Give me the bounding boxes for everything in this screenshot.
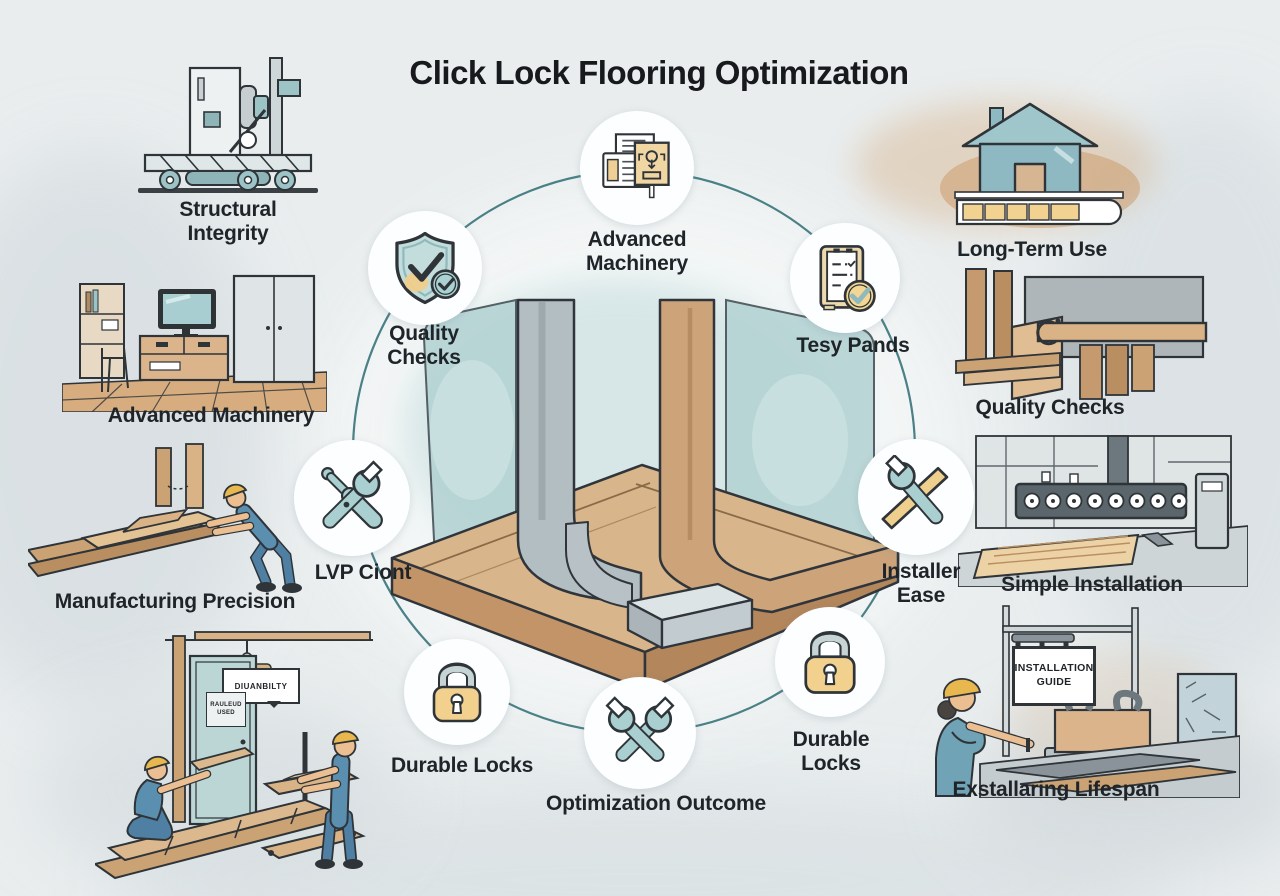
shield-check-icon	[395, 231, 461, 305]
padlock-icon	[804, 630, 856, 694]
quality-checks-trim-label: Quality Checks	[975, 396, 1125, 419]
structural-integrity-label: Structural Integrity	[179, 198, 277, 245]
installation-lifespan-label: Exstallaring Lifespan	[952, 778, 1160, 801]
node-optimization-outcome	[584, 677, 696, 789]
clipboard-check-icon	[819, 245, 876, 312]
installation-lifespan-scene: INSTALLATION GUIDE	[900, 598, 1241, 799]
advanced-machinery-room-label: Advanced Machinery	[107, 404, 315, 427]
blueprint-documents-icon	[602, 133, 670, 199]
node-test-panels	[790, 223, 900, 333]
crossed-tools-icon	[321, 460, 383, 529]
press-machine-illustration	[957, 435, 1249, 588]
simple-installation-scene	[957, 432, 1249, 588]
advanced-machinery-room-scene	[61, 262, 328, 413]
test-panels-node-label: Tesy Pands	[796, 334, 910, 357]
factory-machine-illustration	[138, 57, 318, 193]
node-durable-locks-left	[404, 639, 510, 745]
durable-locks-right-node-label: Durable Locks	[792, 728, 870, 775]
wrench-plank-icon	[881, 455, 949, 530]
node-installer-ease	[858, 439, 974, 555]
house-on-plank-illustration	[940, 102, 1140, 228]
quality-checks-trim-scene	[950, 265, 1210, 405]
crossed-wrenches-icon	[605, 696, 675, 762]
lvp-joint-node-label: LVP Ciont	[314, 561, 412, 584]
room-illustration	[61, 274, 328, 413]
node-lvp-joint	[294, 440, 410, 556]
flooring-worker-illustration	[26, 443, 302, 593]
structural-integrity-scene	[130, 52, 325, 197]
installation-guide-sign: INSTALLATION GUIDE	[1012, 646, 1096, 706]
long-term-use-label: Long-Term Use	[957, 238, 1107, 261]
wall-plaque-sign: RAULEUD USED	[206, 692, 246, 727]
durable-locks-left-node-label: Durable Locks	[390, 754, 534, 777]
manufacturing-precision-label: Manufacturing Precision	[54, 590, 296, 613]
node-advanced-machinery	[580, 111, 694, 225]
advanced-machinery-node-label: Advanced Machinery	[585, 228, 689, 275]
optimization-outcome-node-label: Optimization Outcome	[545, 792, 767, 815]
manufacturing-precision-scene	[26, 440, 323, 595]
guide-sign-worker-illustration	[935, 605, 1241, 799]
simple-installation-label: Simple Installation	[1001, 573, 1183, 596]
page-title: Click Lock Flooring Optimization	[409, 54, 909, 91]
wood-trim-illustration	[955, 268, 1208, 401]
workers-installing-scene: DIUANBILTY RAULEUD USED	[92, 612, 385, 882]
quality-checks-node-label: Quality Checks	[387, 322, 461, 369]
long-term-use-scene	[935, 88, 1150, 238]
node-durable-locks-right	[775, 607, 885, 717]
padlock-icon	[432, 662, 482, 723]
installers-illustration	[92, 631, 373, 880]
installer-ease-node-label: Installer Ease	[881, 560, 961, 607]
node-quality-checks	[368, 211, 482, 325]
